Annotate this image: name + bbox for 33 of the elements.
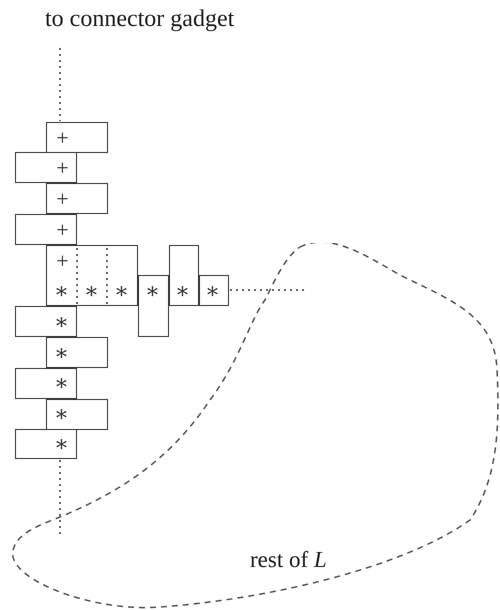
tile-box [46, 399, 108, 430]
tile-box [199, 275, 229, 306]
heading-text: to connector gadget [45, 4, 234, 34]
cell-symbol: ∗ [83, 280, 100, 302]
cell-symbol: ∗ [204, 280, 221, 302]
tile-box [46, 245, 138, 306]
tile-box [15, 306, 77, 337]
cell-symbol: ∗ [113, 280, 130, 302]
cell-symbol: + [55, 250, 70, 272]
region-label: rest of L [250, 546, 327, 574]
cell-symbol: ∗ [53, 432, 70, 454]
cell-symbol: + [55, 126, 70, 148]
cell-symbol: ∗ [53, 280, 70, 302]
cell-symbol: + [55, 156, 70, 178]
tile-box [46, 337, 108, 368]
tile-box [15, 368, 77, 399]
tile-box [169, 245, 199, 306]
cell-symbol: ∗ [53, 310, 70, 332]
dotted-connector [59, 460, 61, 537]
tile-box [15, 429, 77, 459]
tile-box [46, 122, 108, 153]
tile-box [138, 275, 169, 337]
tile-box [46, 183, 108, 214]
cell-symbol: + [55, 188, 70, 210]
cell-symbol: ∗ [53, 372, 70, 394]
tile-box [15, 214, 77, 245]
cell-symbol: + [55, 218, 70, 240]
cell-symbol: ∗ [53, 342, 70, 364]
tile-box [15, 152, 77, 183]
cell-symbol: ∗ [144, 280, 161, 302]
cell-symbol: ∗ [53, 402, 70, 424]
cell-symbol: ∗ [174, 280, 191, 302]
dotted-connector [59, 48, 61, 121]
